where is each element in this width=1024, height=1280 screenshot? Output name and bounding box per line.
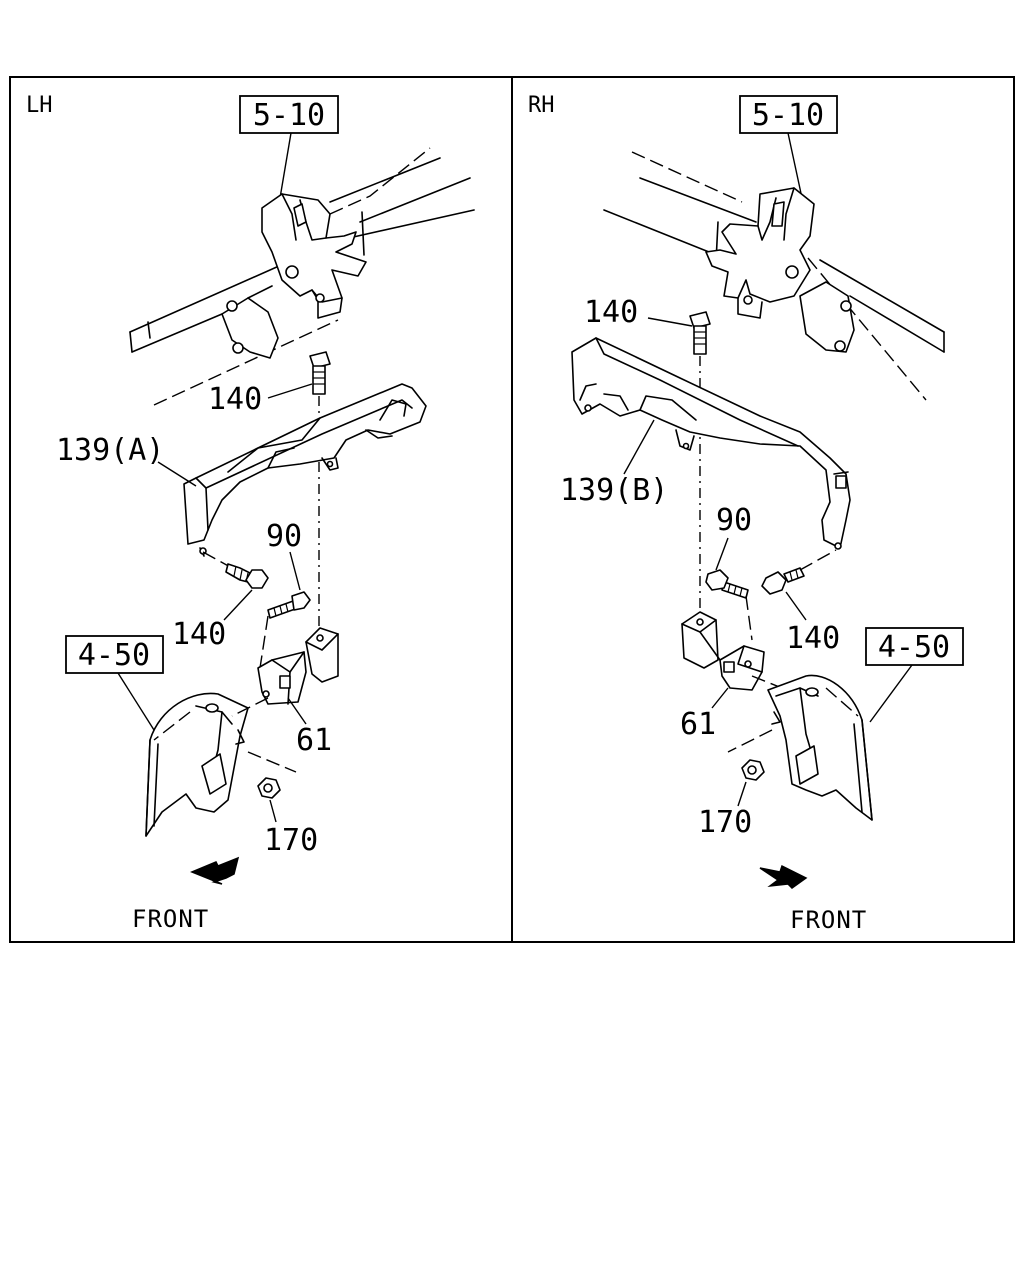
frame-rail-lh xyxy=(129,147,475,406)
ref-label-5-10-rh: 5-10 xyxy=(752,98,824,133)
ref-label-5-10-lh: 5-10 xyxy=(253,98,325,133)
label-139b: 139(B) xyxy=(560,473,668,508)
label-140-top-lh: 140 xyxy=(208,382,262,417)
label-140-top-rh: 140 xyxy=(584,295,638,330)
ref-box-4-50-lh xyxy=(65,635,164,674)
bracket-139a xyxy=(183,383,427,557)
mudguard-lh xyxy=(145,692,249,837)
panel-lh: LH 5-10 xyxy=(26,93,475,933)
frame-rail-rh xyxy=(603,151,945,401)
bolt-90-lh xyxy=(267,591,311,619)
mount-bracket-rh xyxy=(705,187,855,353)
label-90-lh: 90 xyxy=(266,519,302,554)
mudguard-rh xyxy=(767,674,873,821)
bolt-90-rh xyxy=(705,569,749,599)
clip-61-lh xyxy=(257,627,339,705)
label-61-lh: 61 xyxy=(296,723,332,758)
label-170-rh: 170 xyxy=(698,805,752,840)
bracket-139b xyxy=(571,337,851,550)
nut-170-rh xyxy=(741,759,765,781)
clip-61-rh xyxy=(681,611,765,691)
ref-label-4-50-rh: 4-50 xyxy=(878,630,950,665)
front-label-rh: FRONT xyxy=(790,906,867,934)
bolt-140-side-rh xyxy=(761,567,805,595)
bolt-140-side-lh xyxy=(225,563,269,589)
label-170-lh: 170 xyxy=(264,823,318,858)
side-label-lh: LH xyxy=(26,93,53,118)
bolt-140-top-rh xyxy=(689,311,711,355)
nut-170-lh xyxy=(257,777,281,799)
side-label-rh: RH xyxy=(528,93,555,118)
label-61-rh: 61 xyxy=(680,707,716,742)
mount-bracket-lh xyxy=(221,193,367,359)
label-139a: 139(A) xyxy=(56,433,164,468)
ref-label-4-50-lh: 4-50 xyxy=(78,638,150,673)
front-arrow-icon xyxy=(759,864,808,889)
panel-rh: RH 5-10 xyxy=(528,93,964,934)
label-140-side-rh: 140 xyxy=(786,621,840,656)
bolt-140-top-lh xyxy=(309,351,331,395)
ref-box-4-50-rh xyxy=(865,627,964,666)
ref-box-5-10-lh xyxy=(239,95,339,134)
label-140-side-lh: 140 xyxy=(172,617,226,652)
front-label-lh: FRONT xyxy=(132,905,209,933)
front-arrow-icon xyxy=(190,856,240,885)
label-90-rh: 90 xyxy=(716,503,752,538)
